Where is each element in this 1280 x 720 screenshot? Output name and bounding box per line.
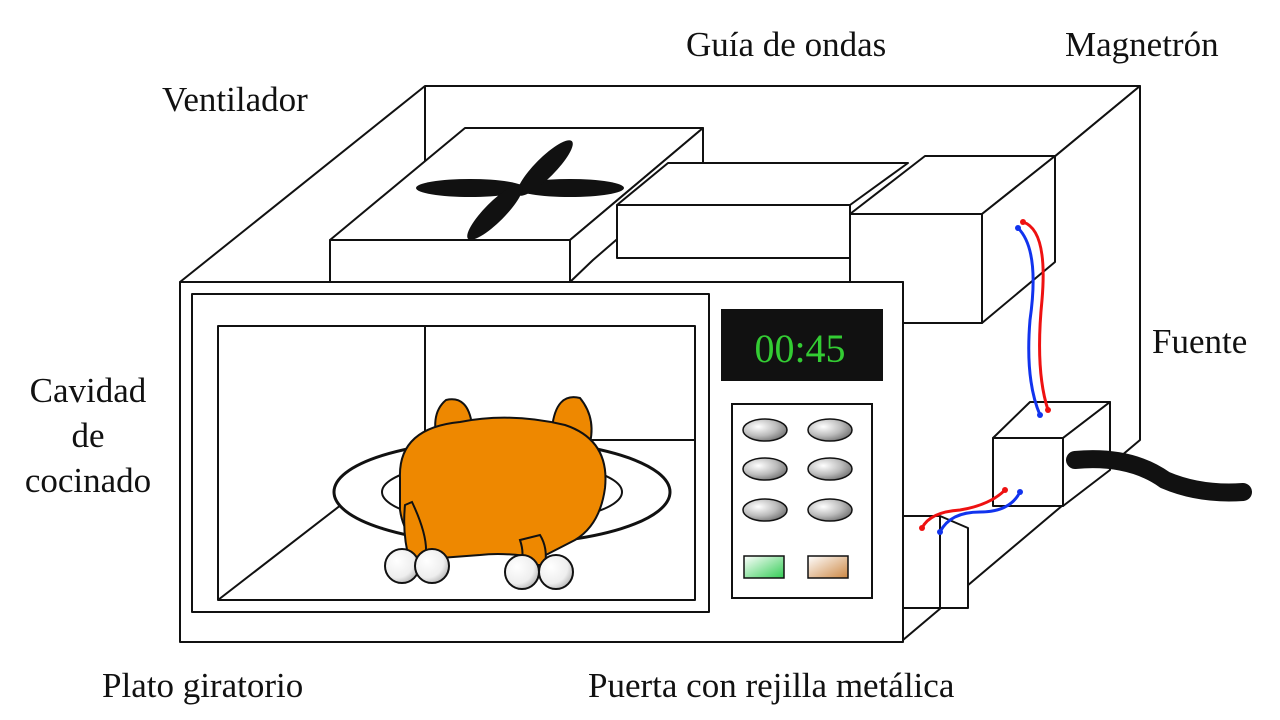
capacitor-box xyxy=(902,515,969,609)
label-fuente: Fuente xyxy=(1152,322,1248,361)
wire-ends xyxy=(937,225,1043,535)
timer-display: 00:45 xyxy=(721,309,883,381)
keypad-button[interactable] xyxy=(742,457,788,481)
keypad-button[interactable] xyxy=(807,418,853,442)
stop-button[interactable] xyxy=(807,555,849,579)
magnetron-box xyxy=(849,155,1056,324)
label-cavidad-line: cocinado xyxy=(24,461,152,500)
start-button[interactable] xyxy=(743,555,785,579)
label-ventilador: Ventilador xyxy=(162,80,308,119)
label-cavidad-de-cocinado: Cavidad de cocinado xyxy=(0,368,176,503)
label-cavidad-line: de xyxy=(71,416,105,455)
fan-icon xyxy=(416,140,624,240)
label-puerta-con-rejilla: Puerta con rejilla metálica xyxy=(588,666,955,705)
timer-value: 00:45 xyxy=(754,326,845,371)
label-plato-giratorio: Plato giratorio xyxy=(102,666,304,705)
keypad-button[interactable] xyxy=(742,498,788,522)
waveguide-box xyxy=(616,162,909,259)
label-cavidad-line: Cavidad xyxy=(29,371,147,410)
roast-chicken-icon xyxy=(384,396,607,590)
control-keypad xyxy=(731,403,873,599)
wires xyxy=(920,220,1050,534)
keypad-button[interactable] xyxy=(807,498,853,522)
keypad-button[interactable] xyxy=(807,457,853,481)
keypad-button[interactable] xyxy=(742,418,788,442)
label-guia-de-ondas: Guía de ondas xyxy=(686,25,887,64)
label-magnetron: Magnetrón xyxy=(1065,25,1219,64)
power-cord-icon xyxy=(1066,450,1252,502)
